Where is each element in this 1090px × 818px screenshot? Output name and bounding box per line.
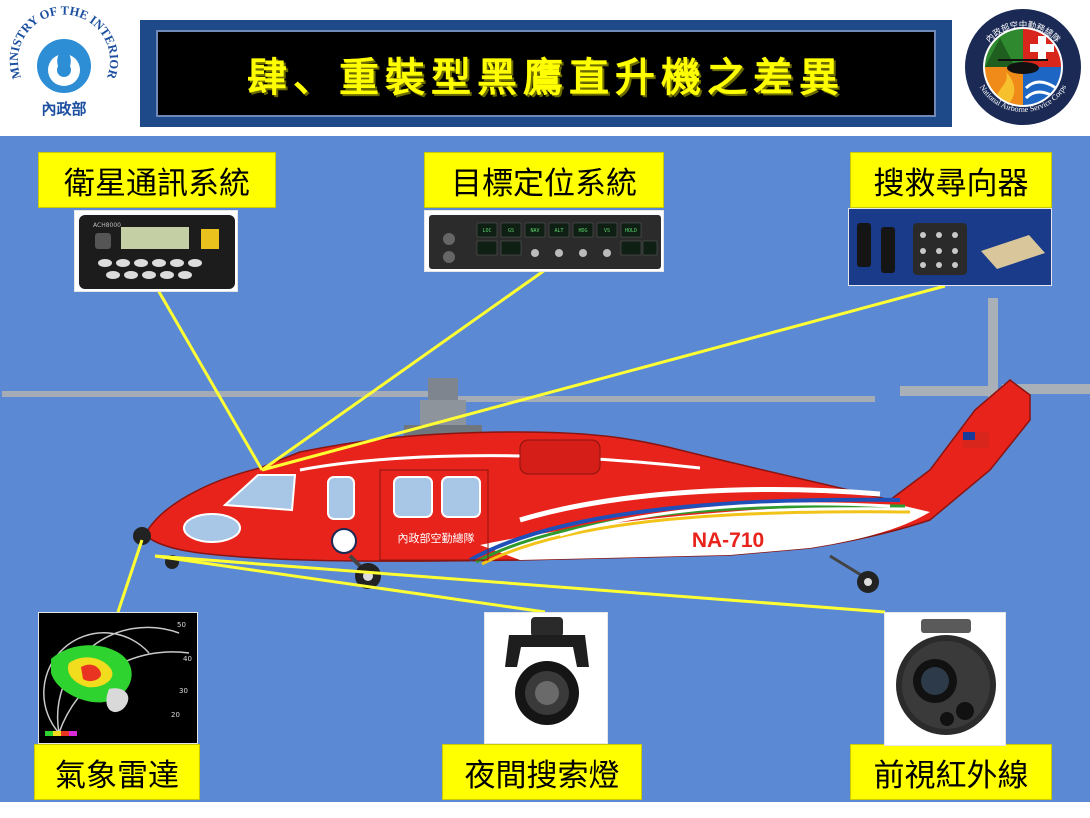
flir-turret-image [884, 612, 1006, 746]
weather-radar-image: 50 40 30 20 [38, 612, 198, 744]
radar-scale-30: 30 [179, 687, 188, 695]
key-vs: VS [604, 228, 610, 234]
sar-direction-finder-image [848, 208, 1052, 286]
ministry-of-interior-logo: MINISTRY OF THE INTERIOR 內政部 [7, 4, 121, 118]
label-night-searchlight: 夜間搜索燈 [442, 744, 642, 800]
label-sar-direction-finder: 搜救尋向器 [850, 152, 1052, 208]
satcom-model: ACH8000 [93, 222, 121, 229]
bottom-strip [0, 802, 1090, 818]
label-targeting: 目標定位系統 [424, 152, 664, 208]
night-searchlight-image [484, 612, 608, 744]
national-airborne-service-corps-logo: 內政部空中勤務總隊 National Airborne Service Corp… [965, 9, 1081, 125]
key-hdg: HDG [578, 228, 587, 234]
key-alt: ALT [554, 228, 563, 234]
page-title: 肆、重裝型黑鷹直升機之差異 [247, 53, 845, 101]
title-banner: 肆、重裝型黑鷹直升機之差異 [140, 20, 952, 127]
label-satcom: 衛星通訊系統 [38, 152, 276, 208]
key-hold: HOLD [625, 228, 637, 234]
targeting-panel-image: LOC GS NAV ALT HDG VS HOLD [424, 210, 664, 272]
key-loc: LOC [482, 228, 491, 234]
label-weather-radar: 氣象雷達 [34, 744, 200, 800]
radar-scale-20: 20 [171, 711, 180, 719]
key-gs: GS [508, 228, 514, 234]
label-flir: 前視紅外線 [850, 744, 1052, 800]
key-nav: NAV [530, 228, 539, 234]
satcom-device-image: ACH8000 [74, 210, 238, 292]
header: MINISTRY OF THE INTERIOR 內政部 肆、重裝型黑鷹直升機之… [0, 0, 1090, 132]
radar-scale-50: 50 [177, 621, 186, 629]
moi-logo-chinese: 內政部 [41, 100, 86, 118]
radar-scale-40: 40 [183, 655, 192, 663]
title-panel: 肆、重裝型黑鷹直升機之差異 [156, 30, 936, 117]
